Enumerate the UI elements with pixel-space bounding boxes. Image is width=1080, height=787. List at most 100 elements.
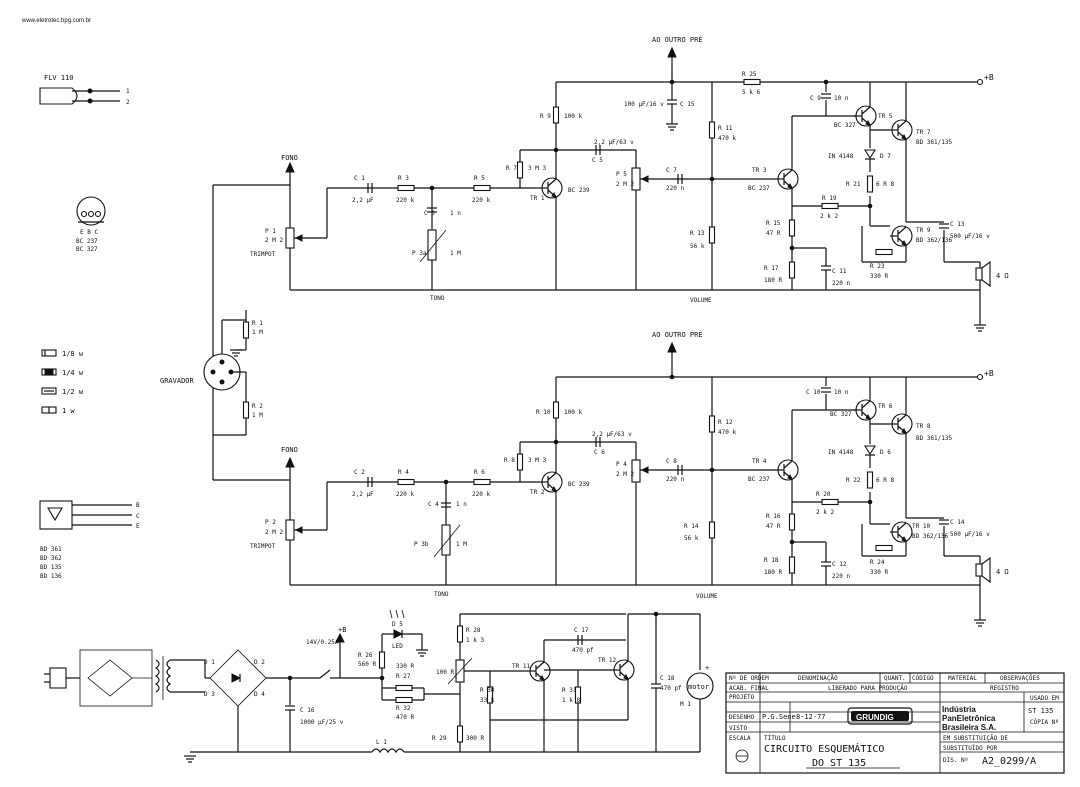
svg-text:47 R: 47 R — [766, 523, 781, 530]
drawing-subtitle: DO ST 135 — [812, 758, 866, 769]
svg-text:BD 362/136: BD 362/136 — [912, 533, 949, 540]
svg-text:SUBSTITUÍDO POR: SUBSTITUÍDO POR — [943, 744, 998, 752]
svg-text:QUANT.: QUANT. — [884, 675, 906, 682]
svg-text:TR 3: TR 3 — [752, 167, 767, 174]
legend-to92: E B C BC 237 BC 327 — [76, 196, 106, 253]
svg-text:IN 4148: IN 4148 — [828, 449, 854, 456]
tono-label-upper: TONO — [430, 295, 445, 302]
volume-label-upper: VOLUME — [690, 297, 712, 304]
svg-text:10 n: 10 n — [834, 95, 849, 102]
svg-text:R 17: R 17 — [764, 265, 779, 272]
svg-text:C 8: C 8 — [666, 458, 677, 465]
plus-b-upper: +B — [984, 73, 994, 82]
fono-label-upper: FONO — [281, 154, 298, 162]
svg-text:560 R: 560 R — [358, 661, 376, 668]
svg-text:C: C — [136, 513, 140, 520]
svg-text:C 18: C 18 — [660, 675, 675, 682]
svg-text:220 k: 220 k — [472, 197, 490, 204]
svg-text:2,2 μF: 2,2 μF — [352, 197, 374, 204]
svg-text:C 3: C 3 — [424, 210, 435, 217]
svg-text:2 M 2: 2 M 2 — [265, 237, 283, 244]
svg-text:14V/0.25A: 14V/0.25A — [306, 639, 339, 646]
svg-text:+: + — [705, 664, 709, 672]
svg-text:R 16: R 16 — [766, 513, 781, 520]
svg-text:3 M 3: 3 M 3 — [528, 165, 546, 172]
svg-text:TRIMPOT: TRIMPOT — [250, 543, 276, 550]
svg-text:C 11: C 11 — [832, 268, 847, 275]
svg-text:180 R: 180 R — [764, 569, 782, 576]
svg-text:220 k: 220 k — [472, 491, 490, 498]
volume-label-lower: VOLUME — [696, 593, 718, 600]
svg-text:330 R: 330 R — [396, 663, 414, 670]
svg-text:BD 136: BD 136 — [40, 573, 62, 580]
svg-text:470 pf: 470 pf — [572, 647, 594, 654]
svg-text:R 29: R 29 — [432, 735, 447, 742]
svg-text:2,2 μF/63 v: 2,2 μF/63 v — [592, 431, 632, 438]
svg-text:C 1: C 1 — [354, 175, 365, 182]
svg-text:DENOMINAÇÃO: DENOMINAÇÃO — [798, 675, 838, 682]
svg-text:180 R: 180 R — [764, 277, 782, 284]
svg-text:TR 1: TR 1 — [530, 195, 545, 202]
svg-text:R 18: R 18 — [764, 557, 779, 564]
svg-text:BC 237: BC 237 — [76, 238, 98, 245]
svg-text:1: 1 — [126, 88, 130, 95]
to-other-pre-upper: AO OUTRO PRÉ — [652, 35, 703, 44]
svg-text:M 1: M 1 — [680, 701, 691, 708]
svg-text:C 16: C 16 — [300, 707, 315, 714]
svg-text:R 3: R 3 — [398, 175, 409, 182]
svg-text:LIBERADO PARA PRODUÇÃO: LIBERADO PARA PRODUÇÃO — [828, 685, 908, 692]
svg-text:BC 327: BC 327 — [830, 411, 852, 418]
svg-text:D 2: D 2 — [254, 659, 265, 666]
svg-text:R 23: R 23 — [870, 263, 885, 270]
svg-text:2 k 2: 2 k 2 — [820, 213, 838, 220]
svg-text:P 1: P 1 — [265, 228, 276, 235]
svg-text:1 n: 1 n — [450, 210, 461, 217]
svg-text:R 22: R 22 — [846, 477, 861, 484]
svg-text:TR 5: TR 5 — [878, 113, 893, 120]
svg-text:R 27: R 27 — [396, 673, 411, 680]
svg-text:P 5: P 5 — [616, 171, 627, 178]
svg-text:R 12: R 12 — [718, 419, 733, 426]
svg-text:CÓPIA Nº: CÓPIA Nº — [1030, 719, 1059, 726]
svg-text:REGISTRO: REGISTRO — [990, 685, 1019, 692]
svg-text:BD 361: BD 361 — [40, 546, 62, 553]
svg-text:220 k: 220 k — [396, 197, 414, 204]
svg-text:D 6: D 6 — [880, 449, 891, 456]
title-block: Nº DE ORDEM DENOMINAÇÃO QUANT. CÓDIGO MA… — [725, 672, 1065, 774]
svg-text:C 6: C 6 — [594, 449, 605, 456]
svg-text:5 k 6: 5 k 6 — [742, 89, 760, 96]
svg-text:R 21: R 21 — [846, 181, 861, 188]
svg-text:470 pf: 470 pf — [660, 685, 682, 692]
svg-text:P.G.Sene: P.G.Sene — [762, 713, 796, 721]
svg-text:Indústria: Indústria — [942, 705, 976, 714]
svg-text:DIS. Nº: DIS. Nº — [943, 757, 968, 764]
svg-text:BD 362/136: BD 362/136 — [916, 237, 953, 244]
svg-text:BD 135: BD 135 — [40, 564, 62, 571]
drawing-number: A2_0299/A — [982, 756, 1036, 767]
svg-text:2,2 μF: 2,2 μF — [352, 491, 374, 498]
svg-text:D 1: D 1 — [204, 659, 215, 666]
svg-text:R 20: R 20 — [816, 491, 831, 498]
svg-text:TR 9: TR 9 — [916, 227, 931, 234]
svg-text:2,2 μF/63 v: 2,2 μF/63 v — [594, 139, 634, 146]
svg-text:BC 239: BC 239 — [568, 187, 590, 194]
svg-text:300 R: 300 R — [466, 735, 484, 742]
svg-text:C 9: C 9 — [810, 95, 821, 102]
gravador-din-socket: GRAVADOR R 11 M R 21 M — [160, 184, 290, 481]
svg-text:220 n: 220 n — [832, 573, 850, 580]
svg-text:P 3a: P 3a — [412, 250, 427, 257]
svg-text:1/8 w: 1/8 w — [62, 350, 84, 358]
svg-text:TR 7: TR 7 — [916, 129, 931, 136]
plus-b-lower: +B — [984, 369, 994, 378]
svg-text:PanEletrônica: PanEletrônica — [942, 714, 996, 723]
svg-text:Nº DE ORDEM: Nº DE ORDEM — [729, 675, 769, 682]
svg-text:TR 6: TR 6 — [878, 403, 893, 410]
svg-text:2 M 2: 2 M 2 — [616, 471, 634, 478]
svg-text:R 10: R 10 — [536, 409, 551, 416]
legend-flv-label: FLV 110 — [44, 74, 74, 82]
svg-text:R 9: R 9 — [540, 113, 551, 120]
svg-text:ESCALA: ESCALA — [729, 735, 751, 742]
svg-text:2 k 2: 2 k 2 — [816, 509, 834, 516]
svg-text:R 6: R 6 — [474, 469, 485, 476]
